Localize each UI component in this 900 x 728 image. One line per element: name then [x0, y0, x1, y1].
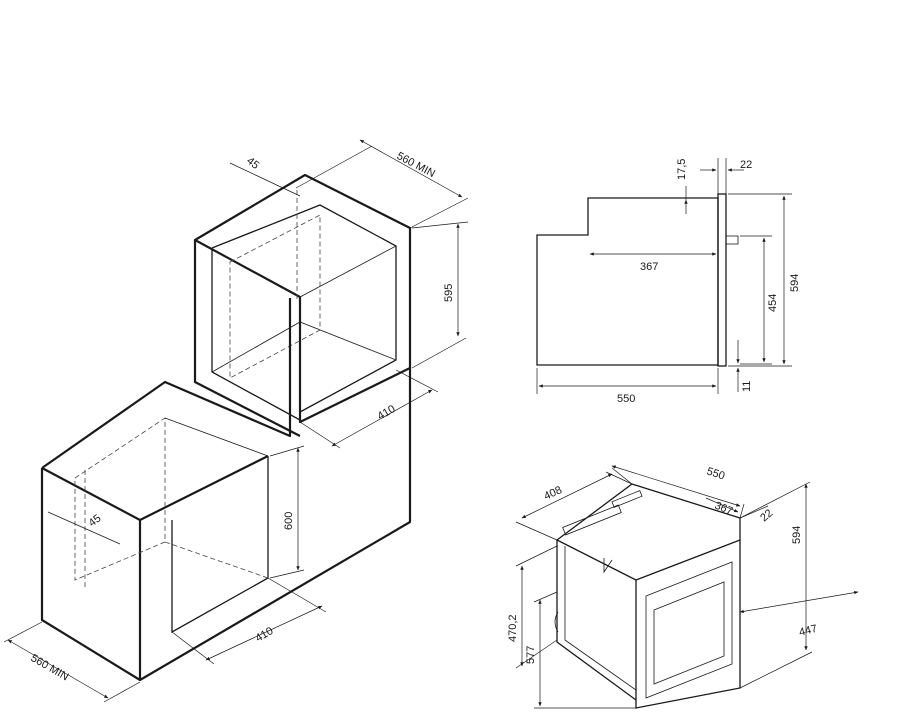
- iso-front-panel-dim: 22: [758, 507, 775, 524]
- side-bottom-gap-dim: 11: [741, 381, 753, 392]
- side-total-depth-dim: 550: [617, 393, 635, 405]
- upper-niche: 45 560 MIN 595 410: [193, 139, 469, 449]
- iso-depth-dim: 550: [705, 465, 726, 482]
- lower-depth-dim: 410: [254, 625, 276, 645]
- iso-front-width-dim: 447: [798, 623, 819, 639]
- side-front-panel-dim: 22: [740, 159, 752, 171]
- lower-width-dim: 560 MIN: [29, 652, 71, 683]
- iso-body-height-dim: 470,2: [507, 614, 519, 642]
- lower-gap-dim: 45: [86, 512, 103, 529]
- side-rear-depth-dim: 367: [640, 261, 658, 273]
- lower-niche: 45 600 410 560 MIN: [3, 298, 412, 703]
- side-total-height-dim: 594: [789, 274, 801, 292]
- side-top-step-dim: 17,5: [676, 159, 688, 180]
- side-view: 17,5 22 367 550 454 594 11: [536, 158, 801, 405]
- iso-width-dim: 408: [542, 484, 564, 503]
- side-door-height-dim: 454: [767, 294, 779, 312]
- iso-total-height-dim: 594: [791, 526, 803, 544]
- upper-gap-dim: 45: [244, 155, 261, 172]
- upper-width-dim: 560 MIN: [395, 150, 437, 180]
- upper-height-dim: 595: [443, 284, 455, 302]
- iso-lower-height-dim: 577: [525, 646, 537, 664]
- lower-height-dim: 600: [283, 512, 295, 530]
- oven-isometric-view: 408 550 367 22 594 447 470,2 577: [507, 465, 859, 709]
- upper-depth-dim: 410: [376, 403, 398, 423]
